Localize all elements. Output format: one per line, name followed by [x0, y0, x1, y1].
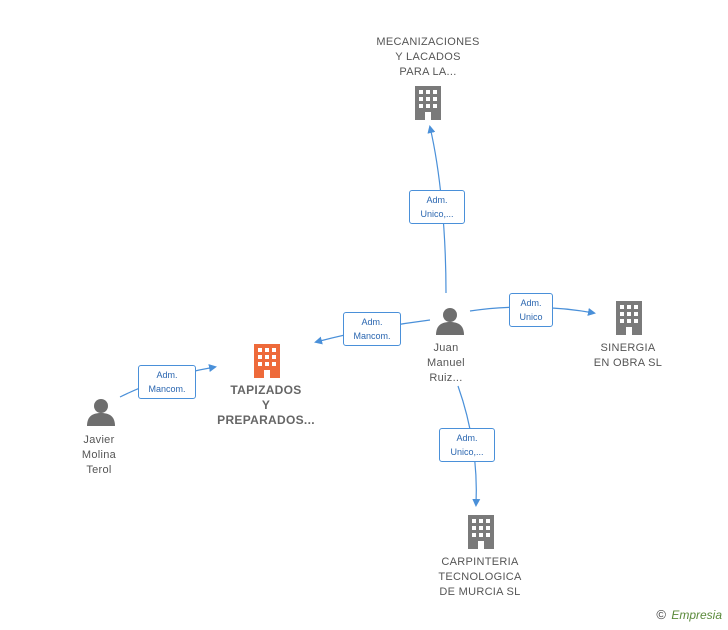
edge-label-javier-tapizados: Adm. Mancom.	[138, 365, 196, 399]
building-icon[interactable]	[415, 86, 441, 120]
node-label-juan[interactable]: Juan Manuel Ruiz...	[427, 342, 465, 384]
edge-label-juan-tapizados: Adm. Mancom.	[343, 312, 401, 346]
empresia-logo[interactable]: Empresia	[671, 608, 722, 622]
node-label-carpinteria[interactable]: CARPINTERIA TECNOLOGICA DE MURCIA SL	[438, 556, 522, 598]
node-label-javier[interactable]: Javier Molina Terol	[81, 434, 117, 476]
node-label-tapizados[interactable]: TAPIZADOS Y PREPARADOS...	[217, 383, 315, 427]
node-label-mecanizaciones[interactable]: MECANIZACIONES Y LACADOS PARA LA...	[376, 36, 480, 78]
edge-label-juan-mecanizaciones: Adm. Unico,...	[409, 190, 465, 224]
building-icon[interactable]	[468, 515, 494, 549]
edge-label-juan-carpinteria: Adm. Unico,...	[439, 428, 495, 462]
copyright-symbol: ©	[656, 607, 666, 622]
person-icon[interactable]	[436, 308, 464, 335]
building-icon[interactable]	[254, 344, 280, 378]
building-icon[interactable]	[616, 301, 642, 335]
edge-label-juan-sinergia: Adm. Unico	[509, 293, 553, 327]
brand-footer: © Empresia	[656, 607, 722, 622]
person-icon[interactable]	[87, 399, 115, 426]
node-label-sinergia[interactable]: SINERGIA EN OBRA SL	[593, 342, 663, 369]
